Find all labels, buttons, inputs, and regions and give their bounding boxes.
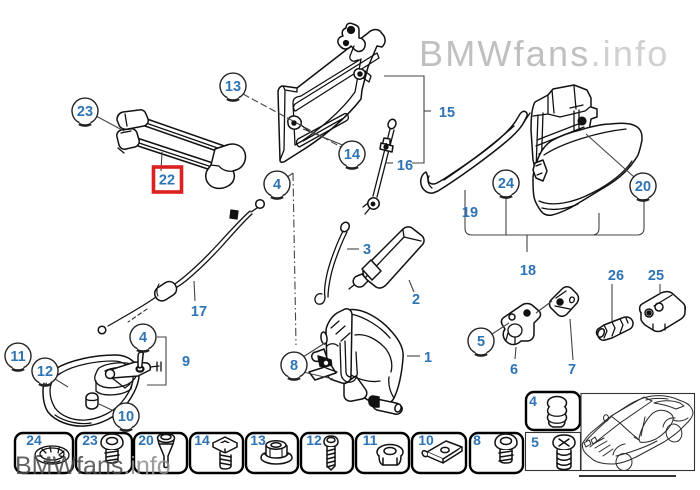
svg-text:5: 5: [531, 434, 539, 450]
svg-text:6: 6: [510, 362, 518, 378]
svg-text:24: 24: [26, 432, 42, 448]
svg-text:18: 18: [520, 263, 536, 279]
svg-text:14: 14: [194, 432, 210, 448]
svg-text:10: 10: [418, 432, 434, 448]
svg-text:11: 11: [10, 349, 25, 365]
svg-text:12: 12: [37, 364, 53, 380]
svg-text:22: 22: [159, 173, 175, 189]
svg-text:13: 13: [225, 79, 241, 95]
svg-text:5: 5: [477, 334, 485, 350]
svg-text:4: 4: [273, 177, 281, 193]
svg-text:14: 14: [344, 147, 360, 163]
svg-text:20: 20: [138, 432, 154, 448]
svg-text:1: 1: [424, 350, 432, 366]
svg-text:26: 26: [608, 268, 624, 284]
svg-text:2: 2: [412, 292, 420, 308]
svg-text:3: 3: [363, 242, 371, 258]
svg-text:13: 13: [250, 432, 266, 448]
svg-text:25: 25: [648, 268, 664, 284]
svg-text:20: 20: [635, 179, 651, 195]
svg-text:24: 24: [498, 176, 514, 192]
svg-text:BMWfans.info: BMWfans.info: [419, 33, 669, 74]
svg-text:12: 12: [306, 432, 322, 448]
svg-text:BMWfans.info: BMWfans.info: [15, 452, 171, 480]
svg-text:17: 17: [191, 304, 207, 320]
svg-text:16: 16: [397, 158, 413, 174]
svg-text:11: 11: [363, 432, 378, 448]
svg-text:9: 9: [182, 354, 190, 370]
svg-text:23: 23: [77, 104, 93, 120]
svg-text:15: 15: [439, 105, 455, 121]
svg-text:19: 19: [462, 205, 478, 221]
svg-text:7: 7: [568, 362, 576, 378]
svg-text:23: 23: [82, 432, 98, 448]
svg-text:8: 8: [473, 432, 481, 448]
svg-text:4: 4: [529, 393, 537, 409]
svg-text:10: 10: [118, 409, 134, 425]
svg-text:4: 4: [139, 330, 147, 346]
svg-text:8: 8: [290, 358, 298, 374]
